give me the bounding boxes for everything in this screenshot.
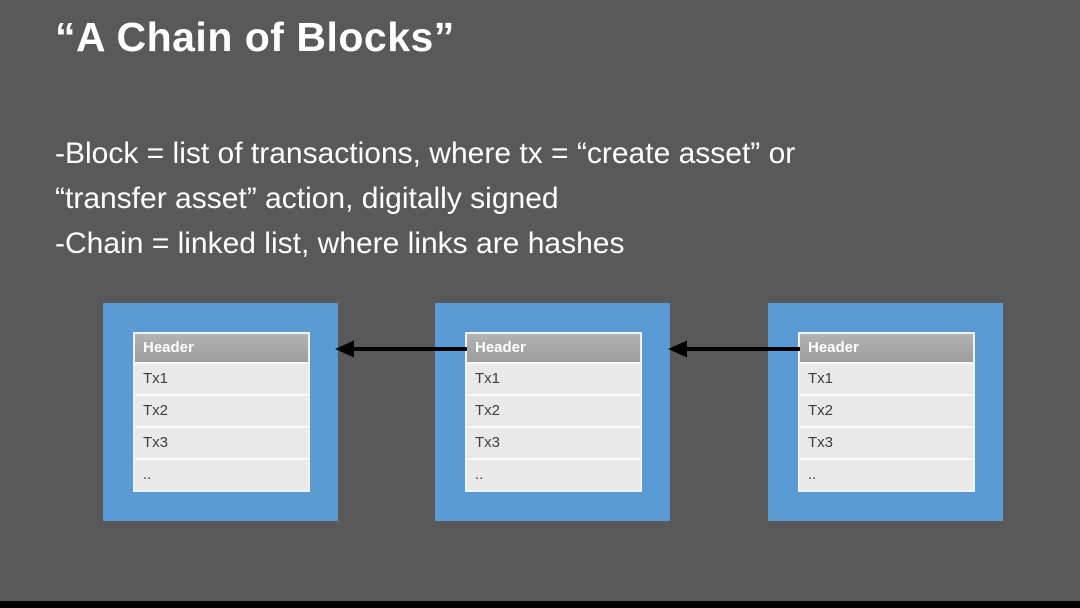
slide-title: “A Chain of Blocks” xyxy=(55,14,455,60)
body-line-2: “transfer asset” action, digitally signe… xyxy=(55,182,559,215)
slide-body: -Block = list of transactions, where tx … xyxy=(55,131,795,266)
block-2-table: Header Tx1 Tx2 Tx3 .. xyxy=(465,332,642,492)
table-header: Header xyxy=(135,334,308,362)
block-1: Header Tx1 Tx2 Tx3 .. xyxy=(103,303,338,521)
table-row: Tx3 xyxy=(800,426,973,458)
table-row: Tx1 xyxy=(800,362,973,394)
table-row: Tx3 xyxy=(135,426,308,458)
block-3-table: Header Tx1 Tx2 Tx3 .. xyxy=(798,332,975,492)
table-row: Tx2 xyxy=(800,394,973,426)
block-2: Header Tx1 Tx2 Tx3 .. xyxy=(435,303,670,521)
table-row: Tx2 xyxy=(467,394,640,426)
body-line-3: -Chain = linked list, where links are ha… xyxy=(55,227,625,260)
table-row: Tx1 xyxy=(467,362,640,394)
block-1-table: Header Tx1 Tx2 Tx3 .. xyxy=(133,332,310,492)
table-row: .. xyxy=(135,458,308,490)
block-3: Header Tx1 Tx2 Tx3 .. xyxy=(768,303,1003,521)
arrow-left-icon xyxy=(668,340,800,358)
body-line-1: -Block = list of transactions, where tx … xyxy=(55,137,796,170)
table-header: Header xyxy=(467,334,640,362)
table-header: Header xyxy=(800,334,973,362)
table-row: Tx1 xyxy=(135,362,308,394)
table-row: .. xyxy=(467,458,640,490)
arrow-left-icon xyxy=(335,340,467,358)
table-row: Tx2 xyxy=(135,394,308,426)
table-row: Tx3 xyxy=(467,426,640,458)
table-row: .. xyxy=(800,458,973,490)
